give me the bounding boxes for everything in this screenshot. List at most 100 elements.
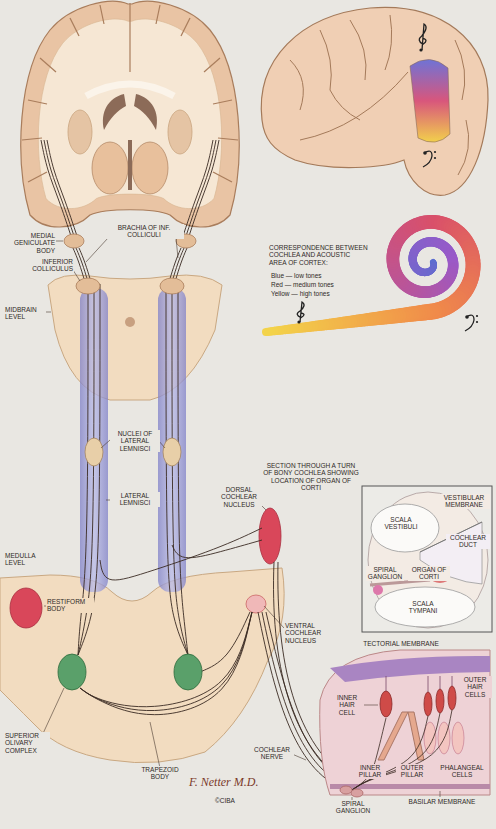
hair-cell xyxy=(436,689,444,713)
superior-olivary-complex xyxy=(174,654,202,690)
medial-geniculate-body xyxy=(64,234,84,248)
sulcus-line xyxy=(181,18,190,36)
nerve-fibre xyxy=(41,140,71,236)
scala-vestibuli xyxy=(371,504,439,552)
scala-tympani xyxy=(375,587,475,627)
lateral-lemniscus-nucleus xyxy=(85,438,103,466)
brain-outline xyxy=(261,7,488,195)
organ-of-corti-detail xyxy=(320,650,490,797)
leader-line xyxy=(176,238,178,258)
thalamus xyxy=(132,142,168,194)
gyrus-line xyxy=(455,40,465,100)
nerve-fibre xyxy=(100,528,262,580)
bass-clef-symbol xyxy=(423,151,427,155)
cortex-grey-matter xyxy=(21,1,239,227)
bass-clef-symbol xyxy=(465,315,469,319)
inferior-colliculus xyxy=(160,278,184,294)
nerve-fibre xyxy=(80,612,252,707)
basal-ganglia xyxy=(168,110,192,154)
level-label: MEDULLA LEVEL xyxy=(4,552,44,567)
lateral-brain-view xyxy=(261,7,488,195)
nerve-fibre xyxy=(183,140,213,236)
structure-label: COCHLEAR DUCT xyxy=(446,534,490,549)
lateral-ventricle xyxy=(103,94,126,130)
bass-clef-symbol xyxy=(476,321,478,323)
nerve-fibre xyxy=(80,612,252,711)
nerve-fibre xyxy=(172,284,188,655)
gyrus-line xyxy=(350,20,366,80)
hair-cell-fibre xyxy=(352,718,386,790)
gyrus-line xyxy=(300,72,408,140)
treble-clef-symbol xyxy=(419,24,426,50)
structure-label: TECTORIAL MEMBRANE xyxy=(345,640,457,647)
stereocilia xyxy=(428,676,429,692)
lateral-ventricle xyxy=(134,94,157,130)
stereocilia xyxy=(386,676,387,691)
nerve-fibre xyxy=(189,140,219,236)
legend-line: Blue — low tones xyxy=(270,272,362,279)
medulla-section xyxy=(0,508,284,763)
outer-pillar xyxy=(408,712,424,760)
bony-cochlea xyxy=(368,492,488,628)
sulcus-line xyxy=(40,58,56,72)
hair-cell xyxy=(380,691,392,717)
leader-lines xyxy=(40,238,440,800)
nerve-fibre xyxy=(166,284,188,655)
bass-clef-symbol xyxy=(476,315,478,317)
gyrus-line xyxy=(458,120,469,175)
nerve-fibre xyxy=(73,248,85,282)
treble-clef-symbol xyxy=(419,48,422,51)
structure-label: SPIRAL GANGLION xyxy=(366,566,404,581)
structure-label: VESTIBULAR MEMBRANE xyxy=(438,494,490,509)
spiral-ganglion-cell xyxy=(340,786,352,794)
leader-line xyxy=(264,606,284,628)
acoustic-cortex-area xyxy=(410,59,450,142)
nerve-fibre xyxy=(186,140,216,236)
superior-olivary-complex xyxy=(58,654,86,690)
hair-cell-fibre xyxy=(352,716,428,790)
nerve-fibre xyxy=(44,140,74,236)
corpus-callosum xyxy=(86,84,174,96)
ventral-cochlear-nucleus xyxy=(246,595,266,613)
structure-label: DORSAL COCHLEAR NUCLEUS xyxy=(216,486,262,508)
nerve-fibre xyxy=(79,248,91,282)
medulla-outline xyxy=(0,568,284,763)
nerve-fibre xyxy=(169,248,181,282)
structure-label: RESTIFORM BODY xyxy=(46,598,94,613)
sulcus-line xyxy=(22,138,42,140)
structure-label: COCHLEAR NERVE xyxy=(250,746,294,761)
nerve-fibre xyxy=(172,540,262,558)
cochlea-section-inset xyxy=(362,486,492,632)
structure-label: SCALA VESTIBULI xyxy=(378,516,424,531)
treble-clef-symbol xyxy=(297,320,300,323)
legend-line: Red — medium tones xyxy=(270,281,362,288)
bass-clef-symbol xyxy=(423,151,432,167)
bass-clef-symbol xyxy=(465,315,474,331)
spiral-ganglion-cell xyxy=(351,789,363,797)
inset-frame xyxy=(362,486,492,632)
longitudinal-fissure xyxy=(129,3,130,72)
bass-clef-symbol xyxy=(434,157,436,159)
gyrus-line xyxy=(385,15,392,70)
gyrus-line xyxy=(320,30,360,120)
phalangeal-cell xyxy=(452,722,464,754)
structure-label: PHALANGEAL CELLS xyxy=(436,764,488,779)
sulcus-line xyxy=(213,100,232,104)
basal-ganglia xyxy=(68,110,92,154)
structure-label: SPIRAL GANGLION xyxy=(330,800,376,815)
nerve-fibre xyxy=(80,612,252,715)
hair-cell xyxy=(424,692,432,716)
sulcus-line xyxy=(100,5,104,24)
gyrus-line xyxy=(290,60,303,110)
coronal-brain-section xyxy=(21,1,239,227)
structure-label: OUTER PILLAR xyxy=(396,764,428,779)
structure-label: INNER PILLAR xyxy=(354,764,386,779)
leader-line xyxy=(362,705,378,706)
midbrain-section xyxy=(48,275,222,400)
leader-line xyxy=(440,791,441,797)
hair-cell xyxy=(448,686,456,710)
leader-line xyxy=(86,238,108,262)
leader-line xyxy=(262,506,266,510)
